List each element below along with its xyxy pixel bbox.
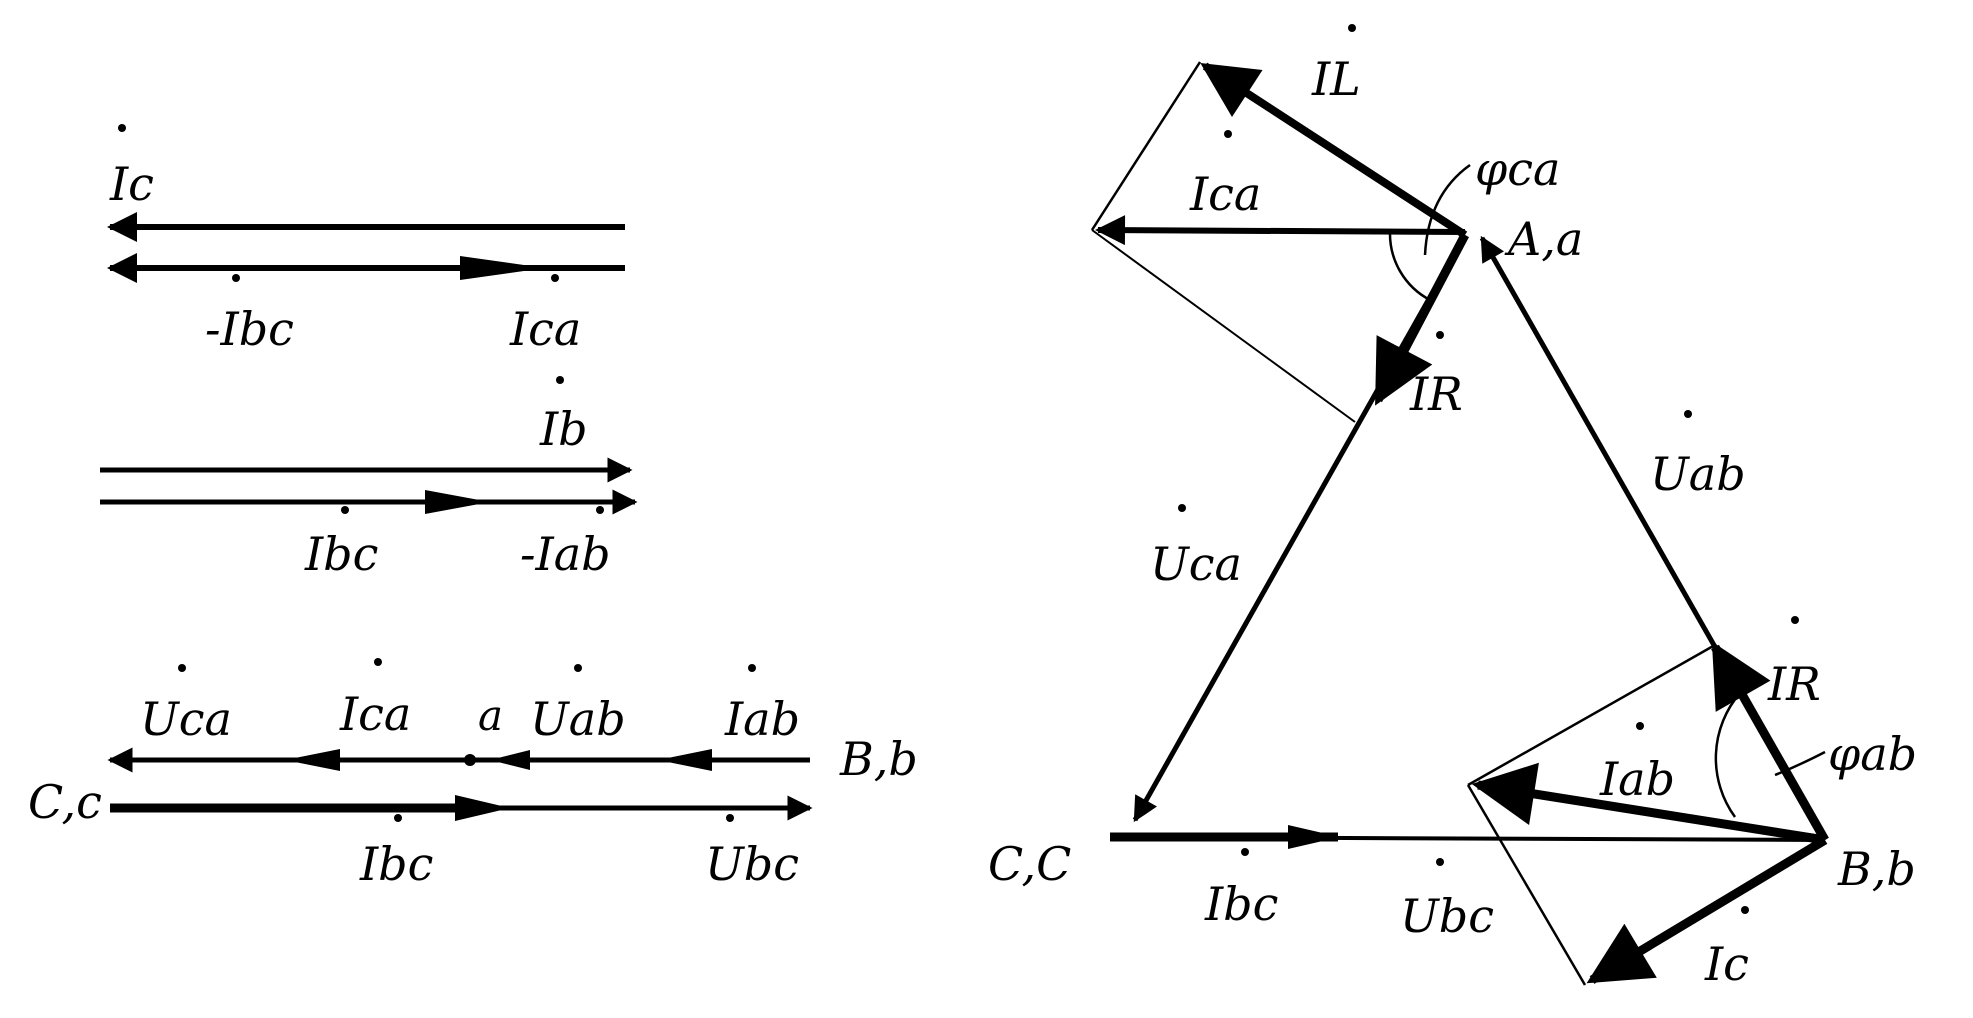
label-iab-bottom: Iab [724,692,800,746]
label-neg-ibc-top: -Ibc [205,302,294,356]
label-phi-ab: φab [1828,727,1917,781]
top-current-group: Ic -Ibc Ica [107,124,625,356]
phi-ca-arc [1388,231,1431,302]
uab-arrowhead-bottom [490,750,530,770]
label-ibc-bottom: Ibc [359,837,433,891]
phi-ab-leader [1774,750,1826,777]
label-ic-tri: Ic [1704,937,1749,991]
label-il-tri: IL [1311,52,1361,106]
label-ubc-tri: Ubc [1400,889,1494,943]
node-a-bottom [464,754,476,766]
phi-ab-arc [1714,692,1741,818]
label-ubc-bottom: Ubc [705,837,799,891]
label-uab-tri: Uab [1650,447,1746,501]
il-vector [1200,62,1468,239]
bottom-line-diagram: Uca Ica a Uab Iab B,b C,c Ibc Ubc [28,658,918,891]
ica-arrowhead-bottom [285,749,340,771]
ibc-tri-arrowhead [1288,825,1340,849]
iab-tri-vector [1471,762,1826,845]
ir-construction-top [1091,229,1356,423]
ir-tri-right-vector [1711,641,1829,843]
label-a-bottom: a [478,691,503,740]
phi-ca-leader [1423,163,1471,256]
triangle-phasor-diagram: IL φca Ica A,a IR Uab Uca IR Iab φab C,C… [988,24,1917,991]
label-cc-tri: C,C [988,837,1071,891]
ir-tri-top-vector [1374,232,1469,406]
label-ibc-tri: Ibc [1204,877,1278,931]
iab-arrowhead-bottom [658,749,712,771]
middle-current-group: Ib Ibc -Iab [100,376,638,581]
label-cc-bottom: C,c [28,775,102,829]
il-construction-left [1090,61,1202,231]
label-iab-tri: Iab [1599,752,1675,806]
label-bb-tri: B,b [1837,842,1916,896]
label-aa-tri: A,a [1504,212,1583,266]
label-ib-mid: Ib [539,402,588,456]
iab-construction-bottom [1466,784,1587,986]
ibc-arrowhead-bottom [455,795,510,821]
label-ir-right-tri: IR [1767,657,1821,711]
ibc-midline-arrowhead [425,490,490,514]
label-uca-tri: Uca [1150,537,1242,591]
label-uab-bottom: Uab [530,692,626,746]
label-bb-bottom: B,b [839,732,918,786]
label-ica-bottom: Ica [339,687,411,741]
label-ica-top: Ica [509,302,581,356]
ica-midline-arrowhead [460,256,545,280]
label-phi-ca: φca [1475,142,1560,196]
label-neg-iab-mid: -Iab [520,527,611,581]
ica-tri-vector [1095,215,1466,246]
label-ica-tri: Ica [1189,167,1261,221]
label-ibc-mid: Ibc [304,527,378,581]
iab-construction-top [1467,643,1716,787]
label-ir-top-tri: IR [1409,367,1463,421]
label-uca-bottom: Uca [140,692,232,746]
ic-tri-vector [1586,836,1828,984]
label-ic-top: Ic [109,157,154,211]
